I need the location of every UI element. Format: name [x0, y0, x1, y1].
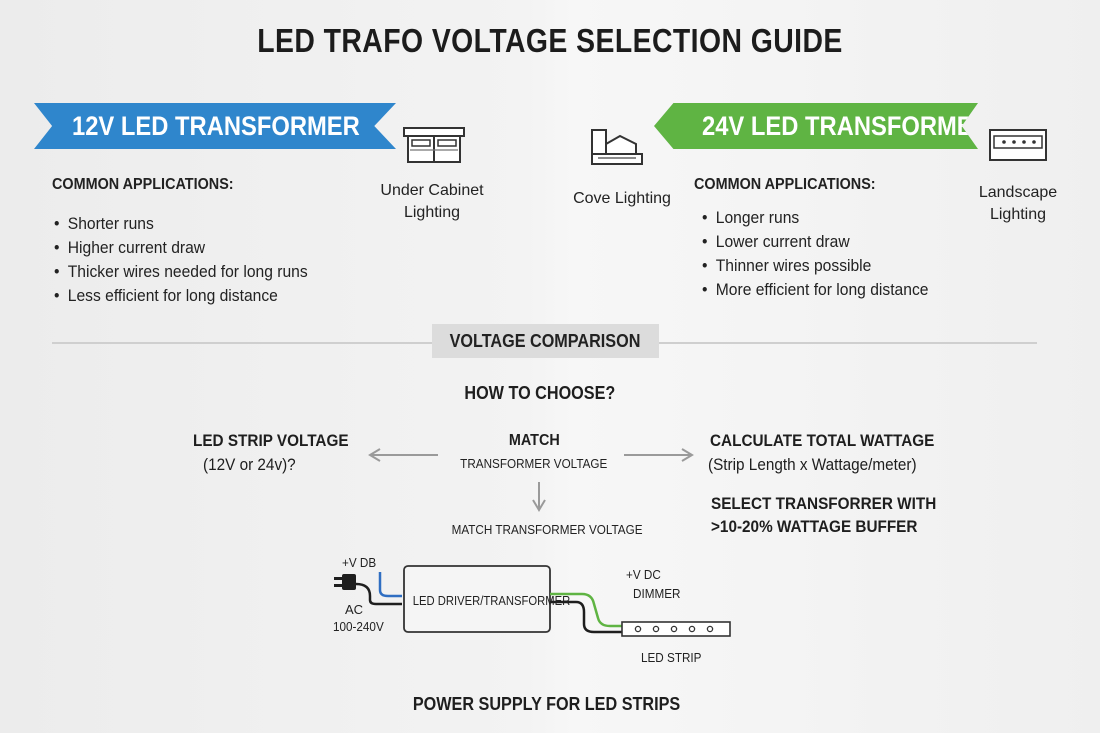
plug-icon	[334, 574, 356, 590]
ac-label-line1: AC	[344, 602, 364, 617]
match-step-line1: MATCH	[508, 432, 560, 449]
select-transformer-line2: >10-20% WATTAGE BUFFER	[711, 517, 918, 536]
match-step: MATCH	[434, 432, 634, 450]
input-voltage-label: +V DB	[342, 555, 380, 570]
list-item: Shorter runs	[54, 212, 308, 236]
list-item: Longer runs	[702, 206, 928, 230]
wiring-caption: POWER SUPPLY FOR LED STRIPS	[0, 694, 1094, 715]
right-applications-list: Longer runs Lower current draw Thinner w…	[702, 206, 948, 302]
led-strip-voltage-line2: (12V or 24v)?	[203, 455, 296, 474]
driver-label-text: LED DRIVER/TRANSFORMER	[412, 594, 571, 608]
banner-12v-label: 12V LED TRANSFORMER	[72, 111, 360, 141]
wattage-buffer-step: >10-20% WATTAGE BUFFER	[711, 517, 940, 537]
divider-left	[52, 342, 432, 344]
under-cabinet-icon	[403, 127, 465, 163]
dimmer-label: DIMMER	[633, 586, 686, 601]
landscape-label-line1: Landscape	[978, 184, 1058, 201]
select-transformer-step: SELECT TRANSFORRER WITH	[711, 494, 961, 514]
match-transformer-voltage-note: MATCH TRANSFORMER VOLTAGE	[414, 522, 680, 537]
how-to-choose-text: HOW TO CHOOSE?	[464, 383, 616, 403]
list-item: Lower current draw	[702, 230, 928, 254]
list-item: Higher current draw	[54, 236, 308, 260]
led-strip-text: LED STRIP	[641, 650, 702, 665]
divider-right	[659, 342, 1037, 344]
input-wire-black	[355, 582, 402, 606]
wiring-diagram	[334, 565, 731, 637]
voltage-comparison-text: VOLTAGE COMPARISON	[450, 331, 641, 351]
left-applications-heading: COMMON APPLICATIONS:	[52, 176, 234, 193]
match-step-sub: TRANSFORMER VOLTAGE	[414, 456, 654, 471]
output-voltage-line1: +V DC	[626, 567, 661, 582]
ac-voltage-range: 100-240V	[333, 619, 389, 634]
list-item: More efficient for long distance	[702, 278, 929, 302]
wiring-caption-text: POWER SUPPLY FOR LED STRIPS	[413, 694, 681, 714]
list-item: Less efficient for long distance	[54, 284, 308, 308]
driver-box	[403, 565, 551, 633]
landscape-label-line2: Lighting	[989, 206, 1047, 223]
arrow-right-head	[681, 448, 694, 462]
calculate-wattage-formula: (Strip Length x Wattage/meter)	[708, 455, 940, 475]
banner-12v-transformer: 12V LED TRANSFORMER	[34, 103, 396, 149]
output-wire-black	[550, 600, 622, 634]
calculate-wattage-line2: (Strip Length x Wattage/meter)	[708, 455, 917, 474]
driver-label: LED DRIVER/TRANSFORMER	[404, 594, 571, 608]
cove-lighting-icon	[591, 129, 643, 165]
led-strip-label: LED STRIP	[641, 650, 708, 665]
list-item: Thicker wires needed for long runs	[54, 260, 308, 284]
match-transformer-voltage-text: MATCH TRANSFORMER VOLTAGE	[451, 522, 643, 537]
output-wire-green	[550, 592, 622, 628]
calculate-wattage-line1: CALCULATE TOTAL WATTAGE	[710, 431, 935, 450]
arrow-left-head	[368, 448, 381, 462]
calculate-wattage-step: CALCULATE TOTAL WATTAGE	[710, 431, 959, 451]
under-cabinet-label-line2: Lighting	[403, 204, 461, 221]
ac-label: AC	[340, 602, 368, 617]
left-applications-list: Shorter runs Higher current draw Thicker…	[54, 212, 330, 308]
how-to-choose-heading: HOW TO CHOOSE?	[0, 383, 1080, 404]
input-voltage-text: +V DB	[342, 555, 377, 570]
page-title: LED TRAFO VOLTAGE SELECTION GUIDE	[257, 22, 843, 59]
led-strip-voltage-options: (12V or 24v)?	[203, 455, 306, 475]
voltage-comparison-label: VOLTAGE COMPARISON	[432, 324, 659, 358]
cove-lighting-label: Cove Lighting	[573, 190, 671, 207]
under-cabinet-label-line1: Under Cabinet	[380, 182, 484, 199]
ac-label-line2: 100-240V	[333, 619, 384, 634]
match-step-line2: TRANSFORMER VOLTAGE	[460, 456, 608, 471]
landscape-lighting-icon	[989, 129, 1047, 161]
landscape-lighting-label: Landscape Lighting	[958, 182, 1078, 226]
right-applications-heading: COMMON APPLICATIONS:	[694, 176, 876, 193]
output-voltage-line2: DIMMER	[633, 586, 681, 601]
banner-24v-label: 24V LED TRANSFORMER	[702, 111, 990, 141]
led-strip-voltage-line1: LED STRIP VOLTAGE	[193, 431, 349, 450]
output-voltage-label: +V DC	[626, 567, 665, 582]
arrow-down-head	[532, 499, 546, 512]
input-wire-blue	[378, 572, 402, 598]
led-strip-voltage-step: LED STRIP VOLTAGE	[193, 431, 366, 451]
list-item: Thinner wires possible	[702, 254, 928, 278]
banner-24v-transformer: 24V LED TRANSFORMER	[654, 103, 978, 149]
select-transformer-line1: SELECT TRANSFORRER WITH	[711, 494, 937, 513]
under-cabinet-label: Under Cabinet Lighting	[372, 180, 492, 224]
